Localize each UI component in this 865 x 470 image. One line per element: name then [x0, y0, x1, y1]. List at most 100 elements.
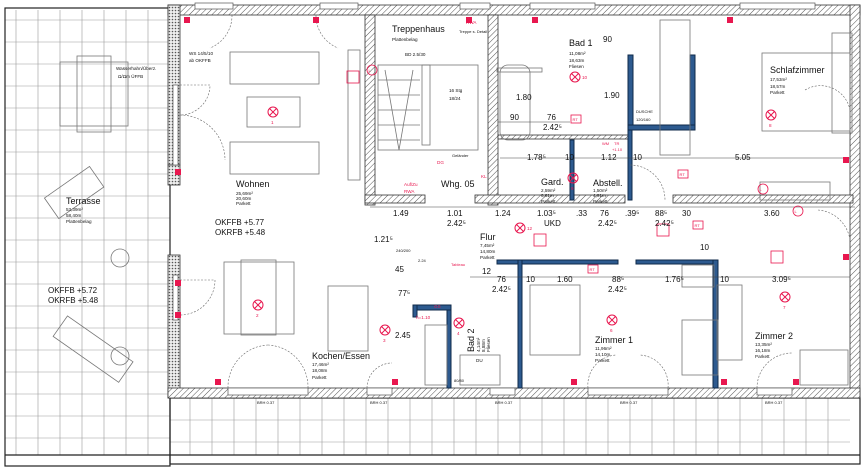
symbol-label: RT	[680, 172, 686, 177]
ceiling-light-icon: 1	[267, 106, 279, 125]
dimension-label: 1.24	[495, 209, 511, 218]
room-perimeter: 6,61m	[541, 193, 554, 198]
socket-icon	[175, 312, 181, 318]
annotation: ab OKFFB	[189, 58, 211, 63]
lamp-outlet-icon: L	[757, 183, 769, 195]
room-floor: Plattenbelag	[392, 37, 418, 42]
room-floor: Parkett	[755, 354, 770, 359]
windows	[172, 2, 816, 396]
ceiling-light-icon: 3	[379, 324, 391, 343]
dimension-label: 2.42⁵	[598, 219, 617, 228]
room-name: Zimmer 2	[755, 331, 793, 341]
stair-railing: Geländer	[452, 153, 469, 158]
sill-height: BRH 0.37	[370, 400, 388, 405]
dimension-label: 10	[720, 275, 729, 284]
room-floor: Parkett	[770, 90, 785, 95]
room-abstell: Abstell. 1,50m² 4,91m Parkett	[593, 178, 623, 204]
dimension-label: 2.42⁵	[492, 285, 511, 294]
room-area: 17,46m²	[312, 362, 329, 367]
annotation: UKD	[544, 219, 561, 228]
light-number: 10	[582, 75, 588, 80]
dimension-label: 3.09⁵	[772, 275, 791, 284]
room-zimmer-2: Zimmer 2 13,35m² 16,18m Parkett	[755, 331, 793, 359]
room-flur: Whg. 05 Flur 7,45m² 14,80m Parkett	[441, 179, 496, 260]
socket-icon	[392, 379, 398, 385]
room-bad-1: Bad 1 11,08m² 18,63m Fliesen DUSCHE 120/…	[569, 38, 653, 122]
annotation: DU	[476, 358, 483, 363]
symbol-label: L	[369, 68, 372, 73]
socket-icon	[532, 17, 538, 23]
socket-icon	[466, 17, 472, 23]
smoke-detector-icon	[656, 223, 670, 237]
ceiling-light-icon: 4	[453, 317, 465, 336]
lamp-outlet-icon: L	[366, 64, 378, 76]
dimension-label: 10	[526, 275, 535, 284]
dimension-label: 45	[395, 265, 404, 274]
room-perimeter: 14,80m	[480, 249, 495, 254]
dimension-label: 2.42⁵	[543, 123, 562, 132]
level-okffb: OKFFB +5.72	[48, 286, 98, 295]
ceiling-light-icon: 6	[606, 314, 618, 333]
thermostat-icon: RT	[692, 220, 704, 230]
room-floor: Parkett	[236, 201, 251, 206]
apartment-label: Whg. 05	[441, 179, 475, 189]
dimension-label: 1.01	[447, 209, 463, 218]
annotation: 80/80	[454, 378, 465, 383]
room-perimeter: 14,10m	[595, 352, 610, 357]
annotation: WS 14/5/10	[189, 51, 213, 56]
socket-icon	[793, 379, 799, 385]
room-name: Bad 1	[569, 38, 593, 48]
dimension-label: 1.76⁵	[665, 275, 684, 284]
ceiling-light-icon: 2	[252, 299, 264, 318]
dimension-label: 2.42⁵	[655, 219, 674, 228]
thermostat-icon: RT	[677, 169, 689, 179]
light-number: 7	[783, 305, 786, 310]
socket-icon	[843, 157, 849, 163]
room-perimeter: 18,57m	[770, 84, 785, 89]
sill-height: BRH 0.37	[495, 400, 513, 405]
symbol-label: L	[795, 209, 798, 214]
annotation: TR	[614, 141, 619, 146]
annotation: GS	[434, 304, 441, 309]
socket-icon	[571, 379, 577, 385]
dimension-label: 2.42⁵	[608, 285, 627, 294]
room-kochen-essen: Kochen/Essen 17,46m² 18,08m Parkett	[312, 351, 370, 380]
room-perimeter: 58,40m	[66, 213, 81, 218]
dimension-label: 90	[603, 35, 612, 44]
room-floor: Parkett	[593, 199, 608, 204]
light-number: 6	[610, 328, 613, 333]
symbol-label: L	[760, 187, 763, 192]
stair-note: BD 2.5/30	[405, 52, 426, 57]
room-name: Flur	[480, 232, 496, 242]
room-name: Zimmer 1	[595, 335, 633, 345]
dimension-label: 2.42⁵	[447, 219, 466, 228]
dimension-label: 1.21⁵	[374, 235, 393, 244]
dimension-label: 1.90	[604, 91, 620, 100]
balcony-border	[169, 397, 861, 465]
dimension-label: 88⁵	[655, 209, 667, 218]
room-area: 11,96m²	[595, 346, 612, 351]
dimension-label: 10	[633, 153, 642, 162]
annotation: Auf/Zu	[404, 182, 418, 187]
room-name: Treppenhaus	[392, 24, 445, 34]
room-area: 53,39m²	[66, 207, 83, 212]
shower-size: 120/160	[636, 117, 651, 122]
level-okffb: OKFFB +5.77	[215, 218, 265, 227]
dimension-label: 1.80	[516, 93, 532, 102]
ceiling-light-icon: 12	[514, 222, 533, 234]
socket-icon	[313, 17, 319, 23]
socket-icon	[843, 254, 849, 260]
room-area: 4,14m²	[476, 337, 481, 352]
annotation: WM	[602, 141, 609, 146]
terrace-border	[4, 7, 171, 467]
annotation: Wasserhahn/Überz.	[116, 65, 156, 71]
light-number: 2	[256, 313, 259, 318]
dimension-label: 2.45	[395, 331, 411, 340]
ceiling-light-icon: 8	[765, 109, 777, 128]
room-floor: Parkett	[541, 199, 556, 204]
ceiling-light-icon: 9	[567, 172, 579, 191]
room-treppenhaus: Treppenhaus Plattenbelag BD 2.5/30 16 St…	[392, 24, 469, 158]
